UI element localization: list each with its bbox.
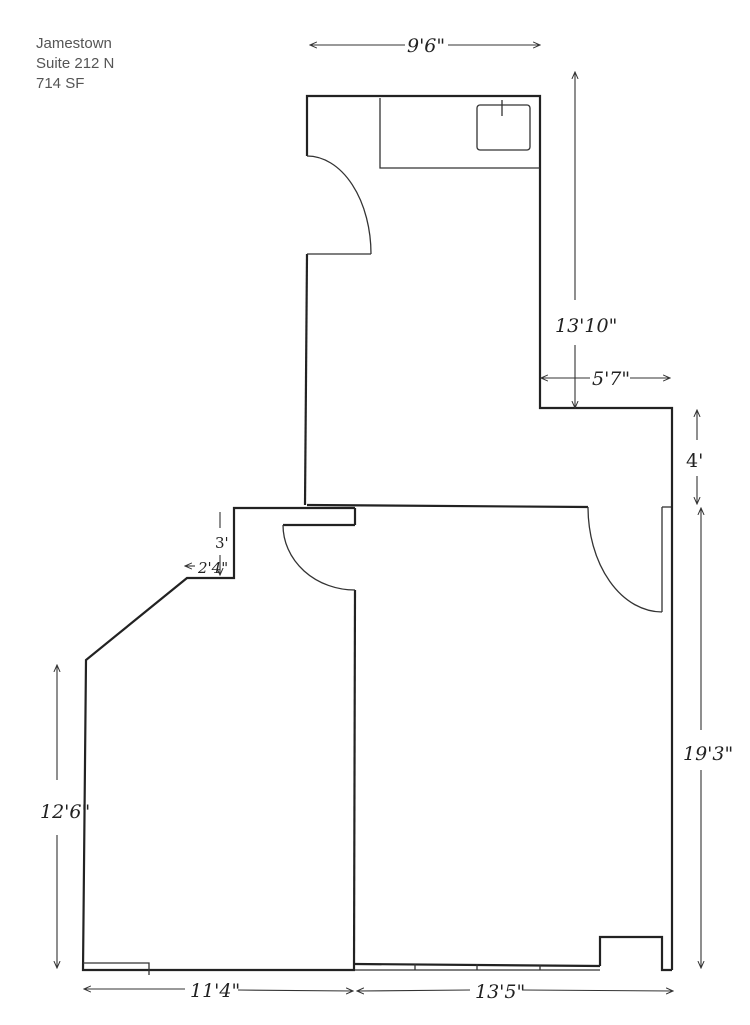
square-footage: 714 SF [36,75,85,92]
label-offset-width: 5'7" [592,368,630,390]
dimension-notch: 3' 2'4" [185,512,229,577]
label-bottom-right-width: 13'5" [475,981,525,1003]
dimension-step-height: 4' [686,410,703,504]
left-office-walls [81,506,357,975]
label-left-height: 12'6" [40,801,90,823]
label-bottom-left-width: 11'4" [190,980,240,1002]
label-top-width: 9'6" [407,35,445,57]
plan-header: Jamestown Suite 212 N 714 SF [36,34,114,94]
suite-number: Suite 212 N [36,55,115,72]
right-office-door [587,506,672,613]
dimension-bottom-right-width: 13'5" [357,981,673,1003]
left-office-door [282,524,356,591]
upper-room-walls [303,94,674,509]
dimension-upper-right-height: 13'10" [555,72,617,408]
right-office-walls [354,505,674,972]
dimension-top-width: 9'6" [310,35,540,57]
dimension-offset-width: 5'7" [541,368,670,390]
counter [379,98,540,169]
building-name: Jamestown [36,35,112,52]
label-step-height: 4' [686,450,703,472]
label-notch-height: 3' [215,534,229,552]
dimension-left-height: 12'6" [40,665,90,968]
label-right-height: 19'3" [683,743,733,765]
label-upper-right-height: 13'10" [555,315,617,337]
dimension-bottom-left-width: 11'4" [84,980,353,1002]
sink-icon [476,104,531,151]
upper-door [306,155,372,255]
dimension-right-height: 19'3" [683,508,733,968]
label-notch-width: 2'4" [197,559,228,577]
